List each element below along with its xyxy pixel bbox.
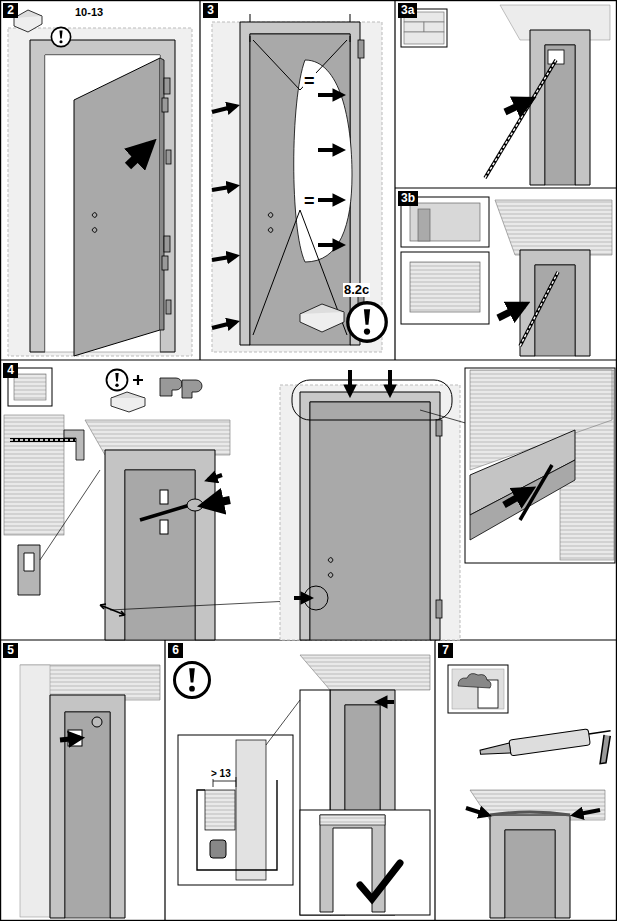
step-number: 2: [3, 3, 18, 18]
panel-3-alignment: [212, 14, 386, 352]
callout-label: > 13: [210, 768, 232, 779]
callout-label: =: [303, 192, 316, 212]
step-number: 4: [3, 363, 18, 378]
panel-3b-fixing: [401, 197, 612, 356]
step-number: 6: [168, 643, 183, 658]
step-number: 3b: [398, 191, 418, 206]
panel-6-gap-check: [175, 655, 431, 915]
step-number: 3: [203, 3, 218, 18]
panel-7-sealing: [448, 665, 615, 918]
panel-2-door-hanging: [8, 10, 192, 356]
panel-4-clip-fixing: [4, 368, 615, 640]
callout-label: 10-13: [74, 6, 104, 18]
callout-label: 8.2c: [343, 283, 370, 297]
callout-label: =: [303, 72, 316, 92]
step-number: 5: [3, 643, 18, 658]
step-number: 7: [438, 643, 453, 658]
panel-5-cover-cap: [20, 665, 160, 918]
step-number: 3a: [398, 3, 417, 18]
panel-3a-fixing: [401, 5, 610, 185]
